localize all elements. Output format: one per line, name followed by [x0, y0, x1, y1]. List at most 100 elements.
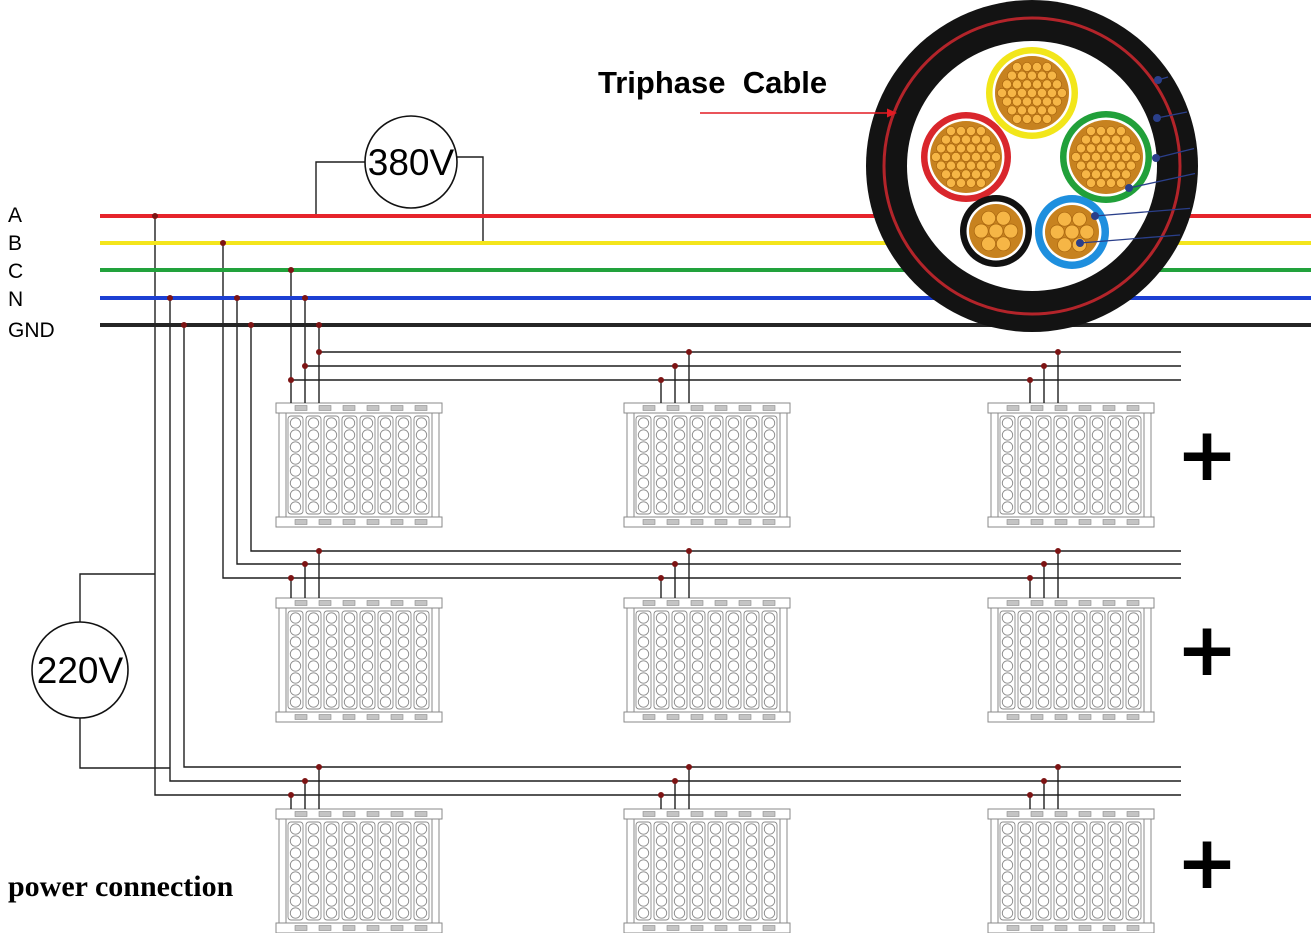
- leader-dot: [1091, 212, 1099, 220]
- junction-dot: [1027, 792, 1033, 798]
- conductor-strand: [1002, 96, 1012, 107]
- led-panel: [276, 403, 442, 527]
- conductor-strand: [1037, 70, 1047, 81]
- conductor-strand: [1091, 134, 1101, 145]
- conductor-strand: [1081, 169, 1091, 180]
- row2-neutral-wire: [236, 298, 1181, 565]
- conductor-strand: [1091, 169, 1101, 180]
- plus-sign: +: [1176, 412, 1238, 498]
- leader-line: [1079, 234, 1181, 244]
- conductor-strand: [1037, 88, 1047, 98]
- conductor-strand: [1047, 70, 1057, 81]
- cable-conductors: [921, 47, 1152, 269]
- conductor-strand: [1096, 126, 1106, 136]
- conductor-strand: [946, 143, 956, 154]
- phase-label-a: A: [8, 204, 22, 227]
- conductor-strand: [1032, 62, 1042, 72]
- junction-dot: [1055, 764, 1061, 770]
- panel-feed-wires: [290, 352, 1059, 809]
- conductor-strand: [1042, 114, 1052, 124]
- conductor-strand: [981, 152, 991, 162]
- conductor-strand: [1081, 134, 1091, 145]
- conductor-strand: [1086, 143, 1096, 154]
- led-panels: [276, 403, 1154, 933]
- junction-dot: [658, 792, 664, 798]
- junction-dot: [316, 349, 322, 355]
- diagram-caption: power connection: [8, 870, 234, 903]
- junction-dot: [672, 778, 678, 784]
- conductor-strand: [1047, 88, 1057, 98]
- phase-label-c: C: [8, 260, 23, 283]
- conductor-strand: [936, 160, 946, 171]
- conductor-strand: [946, 178, 956, 188]
- cable-cross-section: [866, 0, 1198, 332]
- cable-leader-dots: [1076, 76, 1162, 247]
- junction-dot: [1055, 349, 1061, 355]
- conductor-strand: [961, 134, 971, 145]
- conductor-strand: [941, 169, 951, 180]
- junction-dot: [1041, 363, 1047, 369]
- conductor-strand: [1121, 134, 1131, 145]
- conductor-strand: [1081, 152, 1091, 162]
- conductor-strand: [1126, 143, 1136, 154]
- conductor-strand: [1047, 105, 1057, 116]
- conductor-strand: [1052, 96, 1062, 107]
- conductor-strand: [1096, 143, 1106, 154]
- junction-dot: [686, 349, 692, 355]
- conductor-strand: [1116, 160, 1126, 171]
- conductor-strand: [1022, 96, 1032, 107]
- cable-leader-lines: [1079, 76, 1196, 244]
- meter-label-380v: 380V: [368, 142, 455, 183]
- conductor-strand: [1022, 62, 1032, 72]
- junction-dot: [248, 322, 254, 328]
- conductor-strand: [1002, 79, 1012, 90]
- led-panel: [276, 809, 442, 933]
- conductor-strand: [946, 160, 956, 171]
- phase-label-gnd: GND: [8, 319, 55, 342]
- conductor-strand: [1057, 88, 1067, 98]
- conductor-strand: [941, 152, 951, 162]
- conductor-strand: [986, 143, 996, 154]
- phase-labels: A B C N GND: [8, 204, 55, 342]
- leader-dot: [1152, 154, 1160, 162]
- conductor-strand: [936, 143, 946, 154]
- cable-callout: Triphase Cable: [598, 65, 897, 118]
- row3-phase-a-wire: [154, 216, 1181, 796]
- conductor-strand: [966, 178, 976, 188]
- conductor-strand: [966, 160, 976, 171]
- conductor-strand: [956, 160, 966, 171]
- conductor-strand: [946, 126, 956, 136]
- led-panel: [624, 598, 790, 722]
- junction-dot: [672, 561, 678, 567]
- junction-dot: [152, 213, 158, 219]
- conductor-strand: [1116, 143, 1126, 154]
- conductor-strand: [1121, 152, 1131, 162]
- conductor-strand: [1003, 223, 1019, 239]
- conductor-strand: [1116, 126, 1126, 136]
- junction-dot: [181, 322, 187, 328]
- conductor-strand: [1027, 105, 1037, 116]
- row3-ground-wire: [183, 325, 1181, 768]
- conductor-strand: [991, 152, 1001, 162]
- cable-conductor: [1035, 195, 1109, 269]
- conductor-strand: [1116, 178, 1126, 188]
- leader-dot: [1153, 114, 1161, 122]
- meter-ring: [364, 115, 458, 209]
- conductor-strand: [1071, 152, 1081, 162]
- conductor-strand: [1076, 143, 1086, 154]
- cable-armor-ring: [882, 16, 1182, 316]
- phase-label-b: B: [8, 232, 22, 255]
- junction-dot: [316, 548, 322, 554]
- junction-dot: [288, 267, 294, 273]
- conductor-strand: [941, 134, 951, 145]
- junction-dot: [234, 295, 240, 301]
- junction-dot: [220, 240, 226, 246]
- conductor-strand: [1032, 114, 1042, 124]
- conductor-strand: [1007, 105, 1017, 116]
- junction-dot: [686, 548, 692, 554]
- conductor-strand: [1106, 178, 1116, 188]
- junction-dot: [1041, 778, 1047, 784]
- conductor-strand: [1101, 134, 1111, 145]
- conductor-strand: [1126, 160, 1136, 171]
